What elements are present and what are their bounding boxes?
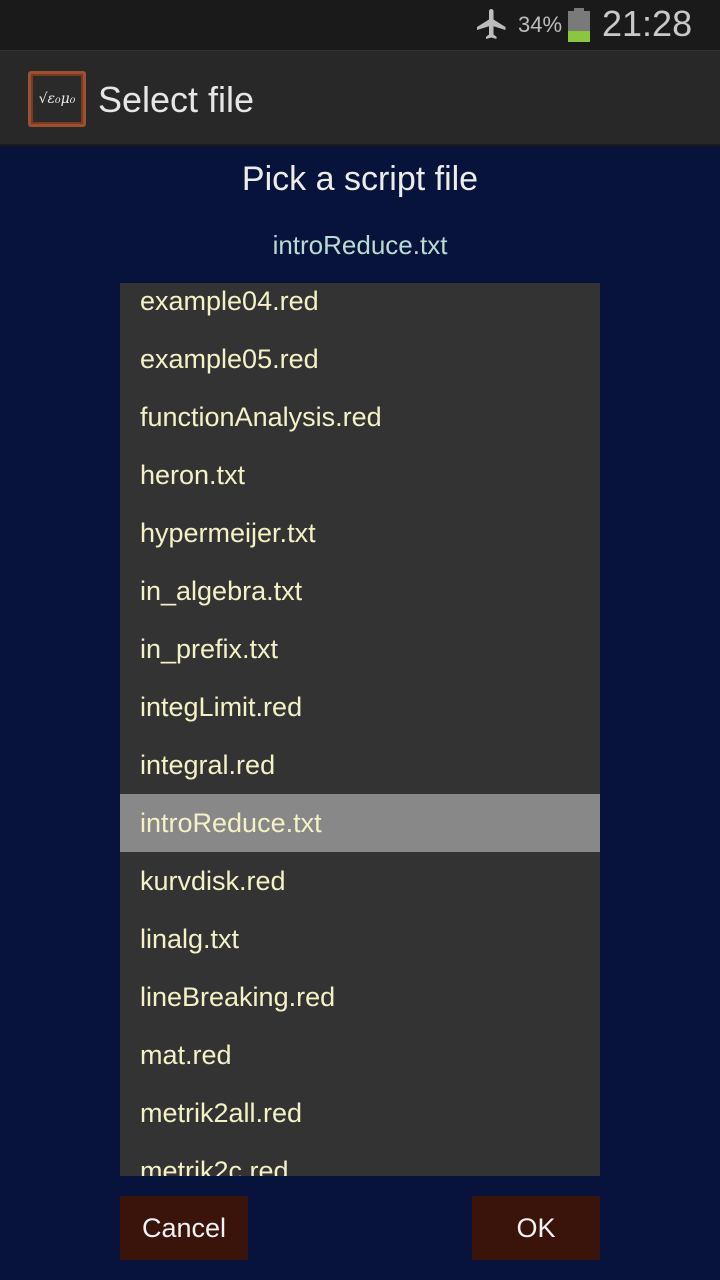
app-logo-text: √ε₀μ₀ bbox=[33, 76, 81, 122]
file-list-item-selected[interactable]: introReduce.txt bbox=[120, 794, 600, 852]
file-list-item[interactable]: in_prefix.txt bbox=[140, 633, 279, 664]
file-list-item[interactable]: linalg.txt bbox=[140, 923, 240, 954]
action-bar: √ε₀μ₀ Select file bbox=[0, 50, 720, 146]
file-list-rows: example04.red example05.red functionAnalys… bbox=[120, 283, 600, 1176]
file-list-item[interactable]: integral.red bbox=[140, 749, 276, 780]
dialog-title: Pick a script file bbox=[241, 160, 479, 198]
file-list-item[interactable]: functionAnalysis.red bbox=[140, 401, 382, 432]
status-bar: 34% 21:28 bbox=[0, 0, 720, 50]
cancel-button[interactable]: Cancel bbox=[120, 1196, 248, 1260]
file-list-item[interactable]: example04.red bbox=[140, 285, 319, 316]
battery-percent: 34% bbox=[518, 12, 563, 37]
file-list-item[interactable]: heron.txt bbox=[140, 459, 246, 490]
file-list-item[interactable]: hypermeijer.txt bbox=[140, 517, 316, 548]
file-list-item[interactable]: mat.red bbox=[140, 1039, 232, 1070]
action-bar-title: Select file bbox=[98, 79, 255, 120]
ok-button[interactable]: OK bbox=[472, 1196, 600, 1260]
airplane-mode-icon bbox=[477, 9, 506, 39]
clock: 21:28 bbox=[602, 3, 693, 44]
battery-icon bbox=[568, 8, 590, 42]
file-list-item[interactable]: example05.red bbox=[140, 343, 319, 374]
app-logo-icon[interactable]: √ε₀μ₀ bbox=[28, 71, 86, 127]
file-list-item[interactable]: in_algebra.txt bbox=[140, 575, 303, 606]
file-list-item[interactable]: kurvdisk.red bbox=[140, 865, 286, 896]
file-list[interactable]: example04.red example05.red functionAnalys… bbox=[120, 283, 600, 1176]
file-list-item[interactable]: integLimit.red bbox=[140, 691, 303, 722]
selected-file-name: introReduce.txt bbox=[272, 230, 448, 260]
file-list-item[interactable]: metrik2c.red bbox=[140, 1155, 289, 1177]
file-list-item[interactable]: metrik2all.red bbox=[140, 1097, 303, 1128]
file-list-item[interactable]: lineBreaking.red bbox=[140, 981, 336, 1012]
